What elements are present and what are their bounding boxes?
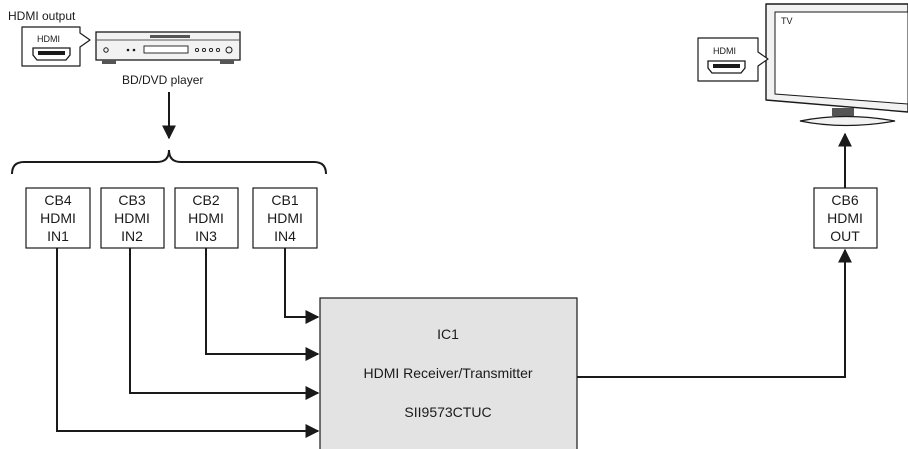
input-cb2-box: CB2 HDMI IN3 [175,188,238,248]
bd-dvd-player-label: BD/DVD player [122,73,203,87]
input-cb1-port: IN4 [274,228,296,244]
input-cb4-id: CB4 [44,192,71,208]
input-cb1-box: CB1 HDMI IN4 [253,188,317,248]
bd-dvd-player-icon [96,32,240,64]
output-cb6-id: CB6 [831,192,858,208]
tv-screen-label: TV [781,16,793,26]
ic1-to-out-line [577,250,845,377]
input-cb3-id: CB3 [118,192,145,208]
ic1-part-number: SII9573CTUC [404,404,491,420]
ic1-block: IC1 HDMI Receiver/Transmitter SII9573CTU… [320,298,577,449]
output-cb6-type: HDMI [827,210,863,226]
input-cb4-box: CB4 HDMI IN1 [26,188,90,248]
tv-hdmi-callout: HDMI [698,38,768,81]
source-hdmi-port-label: HDMI [37,34,60,44]
hdmi-port-icon [33,48,70,60]
in4-to-ic1-line [285,248,318,317]
input-cb1-type: HDMI [267,210,303,226]
tv-hdmi-port-label: HDMI [713,46,736,56]
input-cb2-port: IN3 [195,228,217,244]
input-cb3-box: CB3 HDMI IN2 [101,188,164,248]
input-cb4-port: IN1 [47,228,69,244]
input-cb4-type: HDMI [40,210,76,226]
tv-hdmi-port-icon [708,61,745,73]
in3-to-ic1-line [206,248,318,354]
source-hdmi-callout: HDMI [22,27,90,66]
ic1-name: IC1 [437,326,459,342]
ic1-function: HDMI Receiver/Transmitter [363,365,532,381]
in1-to-ic1-line [57,248,318,431]
hdmi-output-label: HDMI output [8,9,76,23]
inputs-brace [12,150,326,174]
input-cb1-id: CB1 [271,192,298,208]
output-cb6-box: CB6 HDMI OUT [814,188,877,248]
output-cb6-port: OUT [830,228,860,244]
input-cb3-port: IN2 [121,228,143,244]
in2-to-ic1-line [130,248,318,393]
input-cb2-type: HDMI [188,210,224,226]
input-cb2-id: CB2 [192,192,219,208]
input-cb3-type: HDMI [114,210,150,226]
